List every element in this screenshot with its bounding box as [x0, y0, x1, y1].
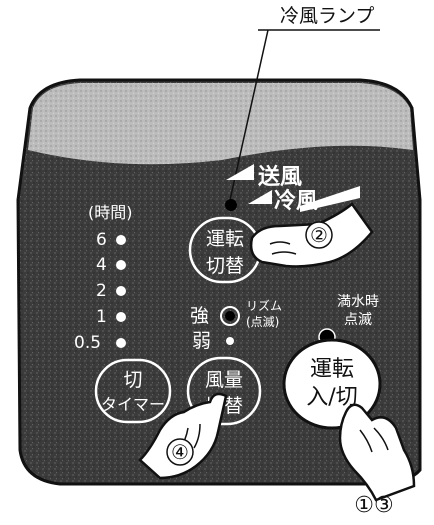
fan-mode-wedge-icon — [226, 164, 254, 180]
timer-lamp-6 — [116, 235, 126, 245]
mode-cool-label: 冷風 — [274, 188, 318, 214]
mode-fan-label: 送風 — [258, 164, 302, 190]
fan-switch-line1: 風量 — [205, 369, 243, 391]
drain-lamp-line2: 点滅 — [344, 312, 372, 328]
cool-lamp-band — [300, 186, 360, 212]
timer-lamp-2 — [116, 286, 126, 296]
timer-lamp-4 — [116, 260, 126, 270]
timer-lamp-1 — [116, 312, 126, 322]
callout-leader-line — [229, 29, 269, 201]
timer-title: (時間) — [88, 203, 133, 222]
timer-hour-4: 4 — [96, 255, 107, 275]
timer-hour-1: 1 — [96, 307, 107, 327]
timer-hour-list: 6 4 2 1 0.5 — [74, 230, 126, 353]
pointing-hand-icon-step-4: ④ — [138, 392, 228, 480]
pointing-hand-icon-step-2: ② — [249, 202, 374, 268]
operation-switch-line2: 切替 — [206, 255, 244, 277]
cool-lamp-callout-label: 冷風ランプ — [280, 5, 374, 27]
fan-rhythm-lamp-ring — [220, 306, 240, 326]
step-1-3-number: ①③ — [354, 493, 393, 518]
fan-weak-label: 弱 — [192, 330, 211, 352]
timer-hour-0-5: 0.5 — [74, 333, 101, 353]
fan-weak-lamp — [226, 337, 234, 345]
pointing-hand-icon-step-1-3 — [338, 403, 416, 502]
timer-off-button-line1: 切 — [123, 369, 142, 391]
fan-strong-label: 強 — [190, 305, 209, 327]
timer-lamp-0-5 — [116, 338, 126, 348]
operation-switch-line1: 運転 — [206, 228, 244, 250]
fan-rhythm-line1: リズム — [246, 298, 282, 313]
drain-lamp-line1: 満水時 — [337, 294, 379, 310]
timer-off-button-line2: タイマー — [101, 395, 165, 414]
step-4-number: ④ — [171, 440, 189, 464]
power-button-line1: 運転 — [310, 357, 354, 382]
timer-off-button[interactable]: 切 タイマー — [94, 358, 172, 424]
cool-lamp — [225, 199, 237, 211]
timer-hour-6: 6 — [96, 230, 107, 250]
fan-rhythm-lamp — [225, 311, 235, 321]
cool-mode-wedge-icon — [248, 190, 272, 204]
step-2-number: ② — [310, 223, 328, 247]
fan-rhythm-line2: (点滅) — [246, 315, 279, 329]
panel-top-band — [28, 83, 413, 165]
timer-hour-2: 2 — [96, 281, 107, 301]
